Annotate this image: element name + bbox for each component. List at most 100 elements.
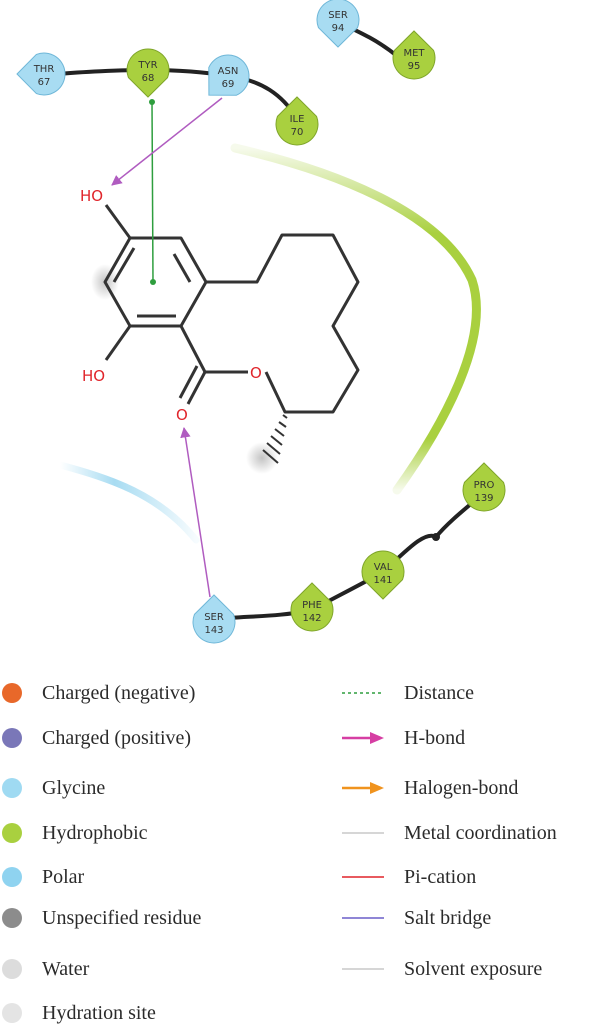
residue-number: 139 xyxy=(474,493,493,504)
ligand-structure xyxy=(103,204,360,414)
residue-layer: THR67TYR68ASN69ILE70SER94MET95PRO139VAL1… xyxy=(16,0,506,644)
pocket-arc-hydrophobic xyxy=(230,143,481,495)
residue-shape xyxy=(208,54,250,96)
distance-line-tyr68 xyxy=(151,101,154,283)
residue-number: 142 xyxy=(302,613,321,624)
legend-item: Water xyxy=(2,956,89,982)
residue-shape xyxy=(290,582,334,632)
residue-met95: MET 95 xyxy=(392,30,436,80)
residue-val141: VAL 141 xyxy=(361,550,405,600)
legend-dot-icon xyxy=(2,778,22,798)
legend-label: Glycine xyxy=(42,776,106,799)
legend-label: Pi-cation xyxy=(404,865,477,888)
hydration-halo xyxy=(246,442,278,474)
legend-label: Solvent exposure xyxy=(404,957,543,980)
legend-label: Distance xyxy=(404,681,474,704)
residue-number: 95 xyxy=(408,61,421,72)
residue-shape xyxy=(16,52,66,96)
legend-line-icon xyxy=(342,917,384,919)
legend-item: Charged (positive) xyxy=(2,725,191,751)
residue-name: PRO xyxy=(474,480,495,491)
carbonyl-oxygen-label: O xyxy=(176,406,188,424)
legend-dot-icon xyxy=(2,1003,22,1023)
legend-item: Salt bridge xyxy=(342,905,491,931)
residue-asn69: ASN 69 xyxy=(208,54,250,96)
residue-name: MET xyxy=(403,48,425,59)
legend-dot-icon xyxy=(2,823,22,843)
residue-shape xyxy=(126,48,170,98)
legend-line-icon xyxy=(342,832,384,834)
residue-number: 67 xyxy=(38,77,51,88)
hbond-ser143-to-carbonyl xyxy=(180,426,211,598)
legend-item: Charged (negative) xyxy=(2,680,195,706)
residue-shape xyxy=(392,30,436,80)
legend-label: H-bond xyxy=(404,726,466,749)
residue-ser143: SER 143 xyxy=(192,594,236,644)
legend-line-icon xyxy=(342,876,384,878)
legend-item: Unspecified residue xyxy=(2,905,201,931)
residue-name: SER xyxy=(328,10,348,21)
legend-dot-icon xyxy=(2,908,22,928)
legend-label: Charged (negative) xyxy=(42,681,196,704)
residue-shape xyxy=(361,550,405,600)
ring-oxygen-label: O xyxy=(250,364,262,382)
residue-number: 141 xyxy=(373,575,392,586)
legend-arrow-icon xyxy=(342,732,384,744)
residue-number: 94 xyxy=(332,23,345,34)
legend-label: Halogen-bond xyxy=(404,776,519,799)
legend-item: Glycine xyxy=(2,775,105,801)
residue-shape xyxy=(462,462,506,512)
residue-name: ILE xyxy=(290,114,305,125)
residue-shape xyxy=(316,0,360,48)
residue-thr67: THR 67 xyxy=(16,52,66,96)
residue-ile70: ILE 70 xyxy=(275,96,319,146)
legend-item: H-bond xyxy=(342,725,465,751)
residue-name: VAL xyxy=(374,562,393,573)
legend-label: Unspecified residue xyxy=(42,906,202,929)
residue-name: ASN xyxy=(218,66,239,77)
legend-label: Polar xyxy=(42,865,85,888)
residue-number: 69 xyxy=(222,79,235,90)
legend-label: Charged (positive) xyxy=(42,726,192,749)
hydroxyl-top-label: HO xyxy=(80,187,103,205)
residue-pro139: PRO 139 xyxy=(462,462,506,512)
residue-name: PHE xyxy=(302,600,322,611)
residue-number: 70 xyxy=(291,127,304,138)
residue-ser94: SER 94 xyxy=(316,0,360,48)
legend-item: Distance xyxy=(342,680,474,706)
interaction-diagram: HO HO O O THR67TYR68ASN69ILE70SER94MET95… xyxy=(16,0,506,644)
legend-dot-icon xyxy=(2,683,22,703)
legend-item: Halogen-bond xyxy=(342,775,518,801)
legend-label: Salt bridge xyxy=(404,906,492,929)
legend-item: Hydration site xyxy=(2,1000,156,1026)
residue-name: SER xyxy=(204,612,224,623)
legend-item: Polar xyxy=(2,864,84,890)
legend-arrow-icon xyxy=(342,782,384,794)
residue-phe142: PHE 142 xyxy=(290,582,334,632)
residue-number: 143 xyxy=(204,625,223,636)
legend-dot-icon xyxy=(2,728,22,748)
legend-label: Hydration site xyxy=(42,1001,156,1024)
legend-line-icon xyxy=(342,692,384,694)
residue-name: THR xyxy=(33,64,55,75)
legend-line-icon xyxy=(342,968,384,970)
distance-endpoint xyxy=(150,279,156,285)
legend-label: Water xyxy=(42,957,90,980)
distance-endpoint xyxy=(149,99,155,105)
hbond-asn69-to-hydroxyl xyxy=(111,97,223,186)
legend-dot-icon xyxy=(2,867,22,887)
legend-item: Pi-cation xyxy=(342,864,476,890)
residue-shape xyxy=(192,594,236,644)
pocket-arc-polar xyxy=(56,461,200,544)
legend-label: Hydrophobic xyxy=(42,821,148,844)
residue-name: TYR xyxy=(137,60,157,71)
hydroxyl-bottom-label: HO xyxy=(82,367,105,385)
legend: Charged (negative) Charged (positive) Glyc… xyxy=(0,660,600,1028)
legend-item: Metal coordination xyxy=(342,820,557,846)
backbone-junction xyxy=(432,533,440,541)
residue-shape xyxy=(275,96,319,146)
hashed-methyl-bond xyxy=(262,414,288,464)
legend-dot-icon xyxy=(2,959,22,979)
backbone-links xyxy=(56,20,487,621)
